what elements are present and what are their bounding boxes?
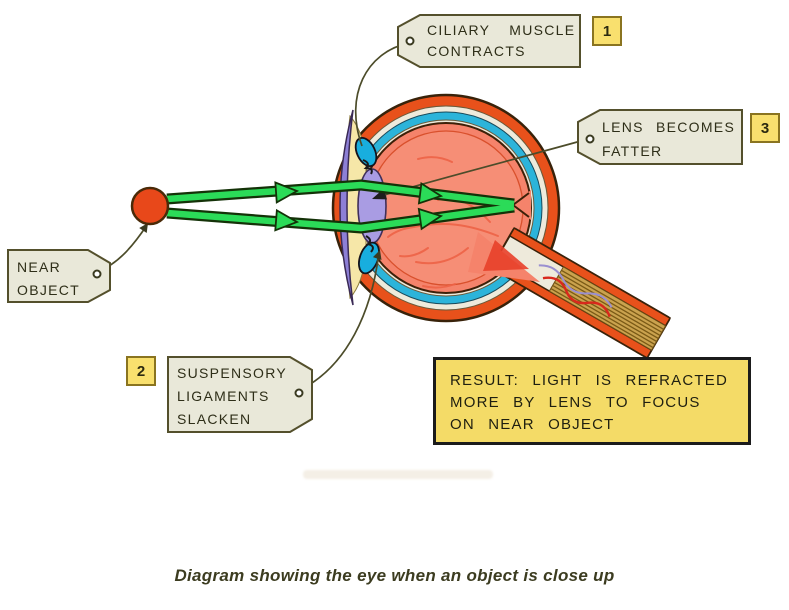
optic-disc-wedge — [483, 240, 529, 271]
badge-3: 3 — [750, 113, 780, 143]
ciliary-label: CILIARY MUSCLE CONTRACTS — [427, 20, 575, 62]
ray-arrowheads — [274, 181, 444, 232]
lens-label: LENS BECOMES FATTER — [602, 115, 735, 163]
result-box: RESULT: LIGHT IS REFRACTED MORE BY LENS … — [433, 357, 751, 445]
pointer-ciliary — [354, 42, 410, 147]
light-ray-upper — [166, 181, 515, 208]
pointer-suspensory — [297, 251, 380, 392]
lens-label-line1: LENS BECOMES — [602, 119, 736, 135]
result-line1: RESULT: LIGHT IS REFRACTED — [450, 372, 729, 389]
tag-lens — [577, 109, 743, 165]
badge-2: 2 — [126, 356, 156, 386]
ray-arrowhead-lower-1 — [274, 208, 300, 232]
suspensory-ligament-bottom — [365, 235, 374, 253]
ray-arrowhead-upper-1 — [274, 181, 300, 204]
ciliary-label-line2: CONTRACTS — [427, 43, 526, 59]
fovea-notch — [512, 190, 531, 220]
tag-hole-suspensory — [294, 388, 304, 398]
near-object-label-line1: NEAR — [17, 259, 62, 275]
tag-hole-ciliary — [405, 36, 415, 46]
figure-caption: Diagram showing the eye when an object i… — [174, 566, 615, 585]
faint-watermark — [303, 470, 493, 479]
lens-label-line2: FATTER — [602, 143, 663, 159]
ray-arrowhead-lower-2 — [417, 207, 444, 231]
tag-near-object — [7, 249, 111, 303]
tag-ciliary — [397, 14, 581, 68]
tag-hole-lens — [585, 134, 595, 144]
near-object-label: NEAR OBJECT — [17, 256, 80, 302]
pointer-suspensory-arrowhead — [372, 250, 382, 260]
optic-nerve-artery — [542, 276, 611, 318]
optic-nerve-vein — [538, 264, 613, 308]
tag-holes — [92, 36, 595, 398]
result-line2: MORE BY LENS TO FOCUS — [450, 394, 701, 411]
near-object-label-line2: OBJECT — [17, 282, 81, 298]
ray-arrowhead-upper-2 — [417, 181, 444, 205]
suspensory-label: SUSPENSORY LIGAMENTS SLACKEN — [177, 362, 287, 431]
suspensory-label-line3: SLACKEN — [177, 411, 252, 427]
ciliary-label-line1: CILIARY MUSCLE — [427, 22, 576, 38]
light-ray-lower — [166, 203, 515, 232]
badge-1: 1 — [592, 16, 622, 46]
optic-nerve — [490, 227, 672, 359]
suspensory-label-line1: SUSPENSORY — [177, 365, 287, 381]
suspensory-label-line2: LIGAMENTS — [177, 388, 270, 404]
result-line3: ON NEAR OBJECT — [450, 416, 615, 433]
suspensory-ligament-top — [362, 159, 373, 175]
tag-suspensory — [167, 356, 313, 433]
tag-plates — [7, 14, 743, 433]
pointer-near-arrowhead — [139, 223, 148, 233]
near-object-dot — [130, 186, 170, 226]
pointer-lines — [96, 42, 589, 392]
cornea — [339, 109, 354, 306]
light-rays — [166, 179, 515, 234]
tag-hole-near-object — [92, 269, 102, 279]
